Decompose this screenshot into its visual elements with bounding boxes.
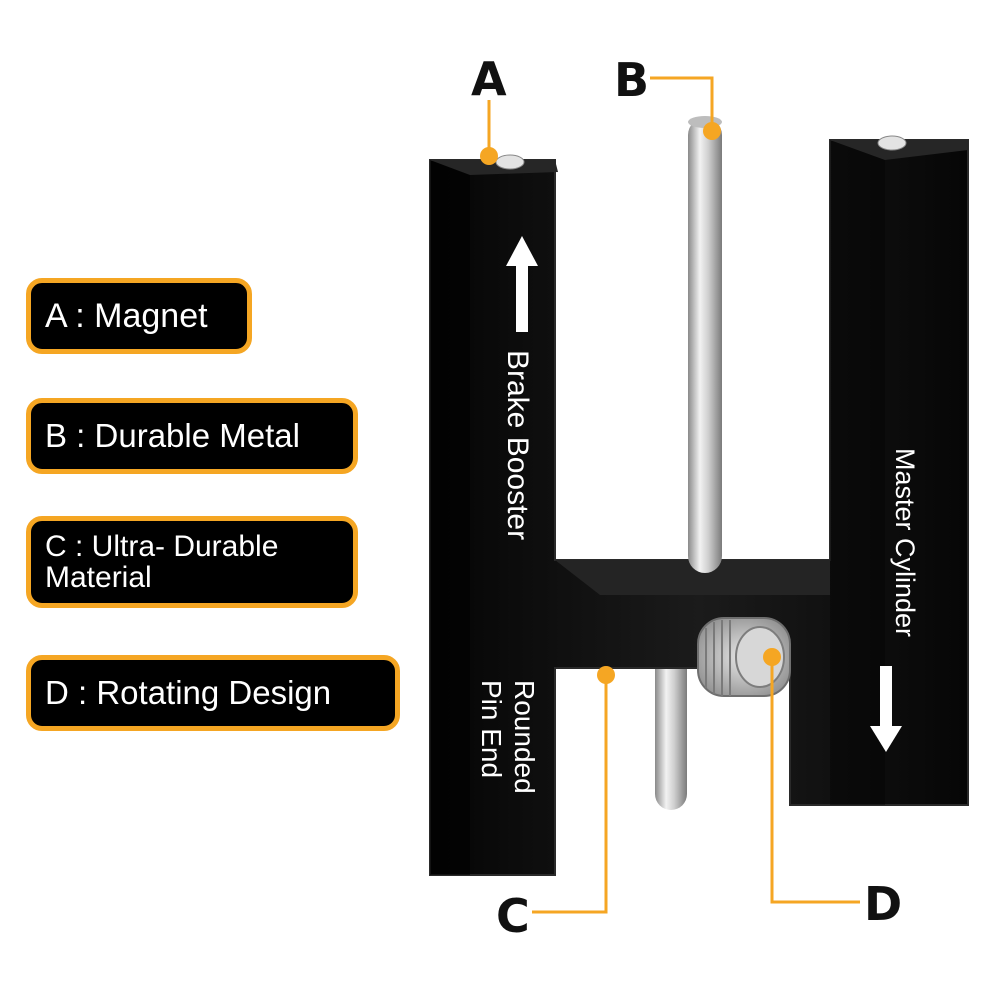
label-master-cylinder: Master Cylinder xyxy=(890,448,920,637)
feature-ultra-durable-material: C : Ultra- Durable Material xyxy=(26,516,358,608)
feature-rotating-design-text: D : Rotating Design xyxy=(45,674,332,711)
feature-magnet-text: A : Magnet xyxy=(45,296,208,335)
up-arrow-icon xyxy=(506,236,538,332)
rotating-knob xyxy=(697,617,791,697)
feature-magnet: A : Magnet xyxy=(26,278,252,354)
feature-ultra-durable-material-text: C : Ultra- Durable Material xyxy=(45,529,279,594)
callout-dot-b xyxy=(703,122,721,140)
callout-dot-d xyxy=(763,648,781,666)
feature-durable-metal: B : Durable Metal xyxy=(26,398,358,474)
label-brake-booster: Brake Booster xyxy=(501,350,534,540)
callout-dot-c xyxy=(597,666,615,684)
feature-durable-metal-text: B : Durable Metal xyxy=(45,417,300,454)
callout-letter-c: C xyxy=(496,889,530,943)
magnet-right xyxy=(877,135,907,151)
magnet-left xyxy=(495,154,525,170)
callout-dot-a xyxy=(480,147,498,165)
callout-letter-a: A xyxy=(471,52,507,106)
callout-letter-b: B xyxy=(614,53,650,107)
upper-pin xyxy=(688,118,722,573)
callout-letter-d: D xyxy=(864,877,903,931)
feature-rotating-design: D : Rotating Design xyxy=(26,655,400,731)
down-arrow-icon xyxy=(870,666,902,752)
label-rounded: Rounded xyxy=(509,680,540,794)
label-pin-end: Pin End xyxy=(476,680,507,778)
